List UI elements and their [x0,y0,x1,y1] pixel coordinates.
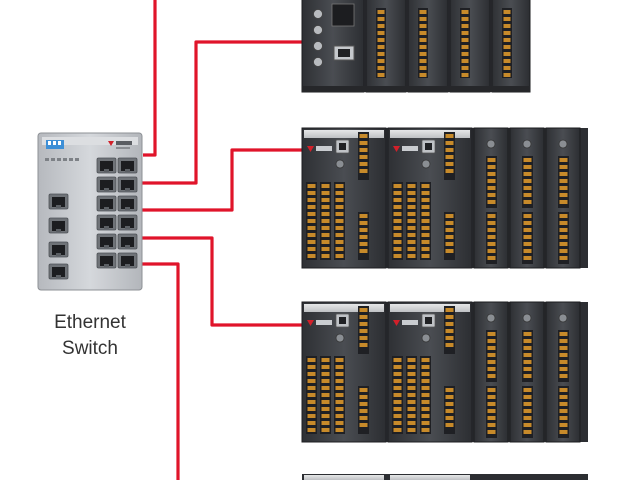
io-rack1-adapter-1-terminal-b [320,182,331,260]
left-port-4 [48,263,69,280]
brand-logo-icon [393,320,400,326]
io-rack1-adapter-1-terminal-bottom [358,212,369,260]
remote-io-rack-3-partial [302,474,588,480]
io-rack2-expansion-3-terminal-bottom [558,386,569,438]
io-rack1-adapter-1-terminal-top [358,132,369,180]
cable-to-io-rack-2 [141,236,302,327]
io-rack1-adapter-2-terminal-top [444,132,455,180]
right-port-b-1 [117,157,138,174]
status-leds [45,158,79,161]
ethernet-cables [141,0,302,480]
io-rack2-adapter-1-terminal-c [334,356,345,434]
cpu-connector-3 [313,41,323,51]
cable-uplink-top [143,0,157,157]
right-port-a-4 [96,214,117,231]
left-port-3 [48,241,69,258]
io-rack1-expansion-2-terminal-top [522,156,533,208]
io-rack2-expansion-1-terminal-top [486,330,497,382]
io-rack1-expansion-3-terminal-bottom [558,212,569,264]
io-rack1-expansion-3-terminal-top [558,156,569,208]
io-rack1-adapter-1-terminal-c [334,182,345,260]
brand-logo-icon [307,146,314,152]
cable-to-io-rack-1 [141,148,302,212]
cable-to-io-rack-3 [141,262,180,480]
io-rack1-expansion-1-terminal-bottom [486,212,497,264]
io-rack1-expansion-1-terminal-top [486,156,497,208]
io-rack1-adapter-2-terminal-a [392,182,403,260]
io-rack2-expansion-3-terminal-top [558,330,569,382]
right-port-a-5 [96,233,117,250]
io-rack2-adapter-2-terminal-b [406,356,417,434]
device-racks [301,0,588,480]
remote-io-rack-1 [301,127,588,269]
io-rack2-adapter-1-terminal-b [320,356,331,434]
right-port-a-2 [96,176,117,193]
switch-brand-logo [108,141,132,149]
cpu-connector-1 [313,9,323,19]
plc-terminal-block-1 [376,8,386,78]
rotary-switch-icon [335,333,345,343]
right-port-b-3 [117,195,138,212]
io-rack2-expansion-2-terminal-top [522,330,533,382]
brand-logo-icon [307,320,314,326]
rotary-switch-icon [335,159,345,169]
io-rack2-adapter-1-terminal-bottom [358,386,369,434]
right-port-a-3 [96,195,117,212]
plc-terminal-block-2 [418,8,428,78]
io-rack1-adapter-1-terminal-a [306,182,317,260]
io-rack1-expansion-2-terminal-bottom [522,212,533,264]
switch-caption-line1: Ethernet [54,312,126,333]
right-port-b-6 [117,252,138,269]
io-rack2-adapter-2-terminal-top [444,306,455,354]
cpu-connector-2 [313,25,323,35]
ethernet-switch [37,132,143,291]
right-port-b-4 [117,214,138,231]
right-port-a-1 [96,157,117,174]
io-rack2-adapter-2-terminal-c [420,356,431,434]
io-rack1-adapter-2-terminal-bottom [444,212,455,260]
io-rack1-adapter-2-terminal-b [406,182,417,260]
io-rack2-expansion-2-terminal-bottom [522,386,533,438]
io-rack1-adapter-2-terminal-c [420,182,431,260]
remote-io-rack-2 [301,301,588,443]
left-port-1 [48,193,69,210]
dip-switch-icon [46,140,64,149]
rotary-switch-icon [421,333,431,343]
right-port-b-5 [117,233,138,250]
cpu-display [331,3,355,27]
cpu-connector-4 [313,57,323,67]
io-rack2-adapter-2-terminal-a [392,356,403,434]
rj45-port-array [48,157,138,280]
io-rack2-adapter-1-terminal-a [306,356,317,434]
brand-logo-icon [393,146,400,152]
right-port-a-6 [96,252,117,269]
left-port-2 [48,217,69,234]
switch-caption: Ethernet Switch [30,310,150,362]
io-rack2-adapter-1-terminal-top [358,306,369,354]
io-rack2-expansion-1-terminal-bottom [486,386,497,438]
switch-caption-line2: Switch [62,338,118,359]
rotary-switch-icon [421,159,431,169]
cable-to-plc-rack [141,40,302,185]
plc-terminal-block-3 [460,8,470,78]
right-port-b-2 [117,176,138,193]
plc-terminal-block-4 [502,8,512,78]
io-rack2-adapter-2-terminal-bottom [444,386,455,434]
plc-controller-rack [301,0,531,93]
